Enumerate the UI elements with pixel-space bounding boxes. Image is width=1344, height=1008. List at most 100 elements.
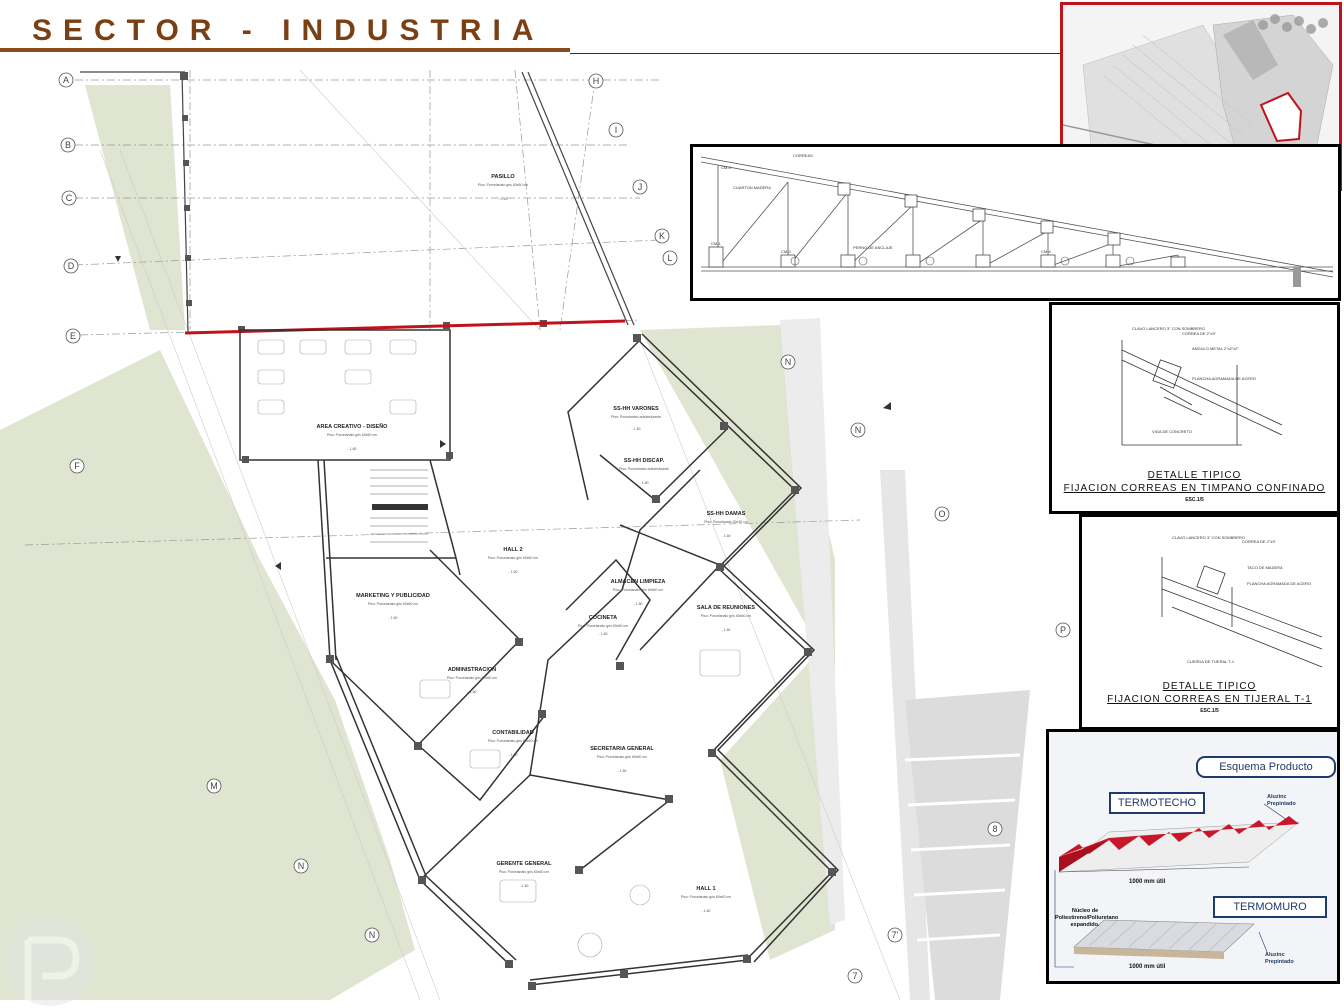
title-rule [570, 53, 1062, 54]
detail-2-title: DETALLE TIPICO [1162, 681, 1257, 692]
construction-lines [99, 69, 901, 1001]
axis-label: E [70, 331, 76, 341]
room-level: - 1.60 [722, 628, 731, 632]
axis-label: J [638, 182, 643, 192]
parking-lines [904, 753, 1021, 942]
room-name: SS-HH VARONES [613, 406, 659, 412]
detail-note: PLANCHA AGRAMADA DE ACERO [1247, 581, 1311, 586]
room-info: Piso: Porcelanato gris 60x60 cm [597, 755, 647, 759]
room-level: - 1.60 [509, 753, 518, 757]
axis-label: K [659, 231, 665, 241]
detail-1-scale: ESC.1/5 [1185, 497, 1204, 503]
room-name: SS-HH DAMAS [707, 511, 746, 517]
detail-tijeral-drawing: CLAVO LANCERO 3" CON SOMBRERO CORREA DE … [1161, 535, 1323, 668]
truss-label: CUARTON MADERA [733, 185, 771, 190]
room-info: Piso: Porcelanato gris 60x60 cm [368, 602, 418, 606]
truss-label: CM-1 [711, 241, 722, 246]
room-info: Piso: Porcelanato antideslizante [611, 415, 661, 419]
room-info: Piso: Porcelanato gris 60x60 cm [613, 588, 663, 592]
truss-drawing: CM-3 CM-1 CM-2 CM-4 CORREAS CUARTON MADE… [700, 153, 1334, 287]
room-info: Piso: Porcelanato gris 60x60 cm [578, 624, 628, 628]
axis-label: P [1060, 625, 1066, 635]
room-info: Piso: Porcelanato 30x30 cm [704, 520, 748, 524]
truss-elevation-panel: CM-3 CM-1 CM-2 CM-4 CORREAS CUARTON MADE… [690, 144, 1341, 301]
detail-1-title: DETALLE TIPICO [1147, 470, 1242, 481]
truss-label: CORREAS [793, 153, 813, 158]
axis-label: D [68, 261, 75, 271]
detail-timpano-drawing: CLAVO LANCERO 3" CON SOMBRERO CORREA DE … [1121, 326, 1283, 446]
furniture [257, 339, 741, 958]
product-scheme-panel: Esquema Producto TERMOTECHO TERMOMURO Al… [1046, 729, 1340, 984]
axis-label: I [615, 125, 618, 135]
section-cut-line [184, 319, 626, 335]
detail-note: CORREA DE 2"x3" [1242, 539, 1277, 544]
room-name: ALMACEN LIMPIEZA [611, 579, 666, 585]
detail-timpano-panel: CLAVO LANCERO 3" CON SOMBRERO CORREA DE … [1049, 302, 1340, 514]
room-level: - 1.60 [634, 602, 643, 606]
room-name: COCINETA [589, 615, 617, 621]
axis-label: N [298, 861, 305, 871]
room-level: - 1.60 [632, 427, 641, 431]
axis-bubbles [58, 72, 1071, 984]
room-info: Piso: Porcelanato gris 60x60 cm [499, 870, 549, 874]
room-name: CONTABILIDAD [492, 730, 533, 736]
title-underline [0, 48, 570, 52]
room-labels: PASILLO AREA CREATIVO - DISEÑO SS-HH VAR… [317, 174, 756, 892]
axis-label: H [593, 76, 600, 86]
room-level: - 1.60 [520, 884, 529, 888]
room-name: HALL 2 [503, 547, 522, 553]
green-area-west [0, 350, 415, 1000]
section-markers [115, 256, 891, 570]
room-name: ADMINISTRACION [448, 667, 496, 673]
room-info: Piso: Porcelanato gris 60x60 cm [681, 895, 731, 899]
truss-label: PERNO DE ANCLAJE [853, 245, 893, 250]
room-info: Piso: Porcelanato antideslizante [619, 467, 669, 471]
axis-label: O [938, 509, 945, 519]
truss-label: CM-4 [1041, 249, 1052, 254]
stair-landing [372, 504, 428, 510]
room-name: PASILLO [491, 174, 515, 180]
room-info: Piso: Porcelanato gris 60x60 cm [447, 676, 497, 680]
truss-label: CM-3 [721, 165, 732, 170]
room-name: SS-HH DISCAP. [624, 458, 665, 464]
detail-note: VIGA DE CONCRETO [1152, 429, 1192, 434]
axis-label: 7 [852, 971, 857, 981]
axis-letters: A B C D E F H I J K L N N O P M N N 8 7'… [63, 75, 1066, 981]
detail-note: CORREA DE 2"x3" [1182, 331, 1217, 336]
width-top-label: 1000 mm útil [1129, 879, 1166, 885]
room-level: - 0.15 [499, 197, 508, 201]
parking-strip [880, 470, 930, 1000]
detail-tijeral-panel: CLAVO LANCERO 3" CON SOMBRERO CORREA DE … [1079, 514, 1340, 730]
axis-label: N [369, 930, 376, 940]
watermark-logo [6, 918, 94, 1006]
room-level: - 1.60 [599, 632, 608, 636]
building-columns [242, 334, 836, 990]
detail-note: PLANCHA AGRAMADA DE ACERO [1192, 376, 1256, 381]
room-level: - 1.60 [509, 570, 518, 574]
detail-note: CUERDA DE TIJERAL T-1 [1187, 659, 1235, 664]
axis-label: 8 [992, 824, 997, 834]
parking-lot [905, 690, 1030, 1000]
room-info: Piso: Porcelanato gris 60x60 cm [488, 556, 538, 560]
axis-label: A [63, 75, 69, 85]
detail-note: CLAVO LANCERO 3" CON SOMBRERO [1132, 326, 1205, 331]
detail-note: ANGULO METAL 2"x2"x2" [1192, 346, 1240, 351]
room-level: - 1.60 [389, 616, 398, 620]
width-bottom-label: 1000 mm útil [1129, 964, 1166, 970]
aluzinc-top-label: Aluzinc Prepintado [1267, 794, 1296, 807]
room-level: - 1.60 [702, 909, 711, 913]
termomuro-label: TERMOMURO [1213, 896, 1327, 918]
axis-label: 7' [892, 930, 899, 940]
room-name: SECRETARIA GENERAL [590, 746, 654, 752]
room-info: Piso: Porcelanato gris 60x60 cm [701, 614, 751, 618]
room-level: - 1.60 [640, 481, 649, 485]
product-heading: Esquema Producto [1196, 756, 1336, 778]
detail-2-subtitle: FIJACION CORREAS EN TIJERAL T-1 [1107, 694, 1312, 705]
room-level: - 1.60 [618, 769, 627, 773]
room-level: - 1.60 [348, 447, 357, 451]
aluzinc-bottom-label: Aluzinc Prepintado [1265, 952, 1294, 965]
axis-label: N [855, 425, 862, 435]
axis-label: L [667, 253, 672, 263]
room-info: Piso: Porcelanato gris 60x60 cm [327, 433, 377, 437]
axis-label: B [65, 140, 71, 150]
